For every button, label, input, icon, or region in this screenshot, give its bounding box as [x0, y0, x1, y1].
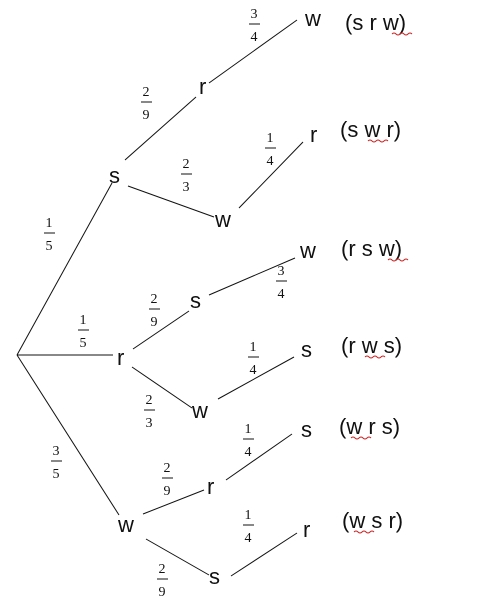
edge-s-r — [124, 96, 197, 161]
prob-r-w: 2 3 — [144, 393, 155, 431]
svg-text:2: 2 — [183, 157, 190, 172]
edge-s-w — [127, 185, 215, 218]
svg-text:9: 9 — [151, 315, 158, 330]
edge-sr-w — [208, 19, 298, 84]
svg-text:3: 3 — [53, 444, 60, 459]
outcome-srw: (s r w) — [345, 10, 406, 35]
svg-text:2: 2 — [146, 393, 153, 408]
edge-sw-r — [238, 141, 304, 209]
squiggle-srw — [391, 32, 413, 36]
edge-w-r — [142, 489, 205, 515]
svg-text:2: 2 — [151, 292, 158, 307]
outcome-wrs: (w r s) — [339, 414, 400, 439]
squiggle-rsw — [387, 258, 409, 262]
prob-wr-s: 1 4 — [243, 422, 254, 460]
svg-text:1: 1 — [80, 313, 87, 328]
prob-sw-r: 1 4 — [265, 131, 276, 169]
svg-text:1: 1 — [245, 422, 252, 437]
prob-root-w: 3 5 — [51, 444, 62, 482]
svg-text:2: 2 — [159, 562, 166, 577]
edge-w-s — [145, 538, 210, 576]
prob-root-s: 1 5 — [44, 216, 55, 254]
svg-text:4: 4 — [278, 287, 285, 302]
prob-rw-s: 1 4 — [248, 340, 259, 378]
svg-text:2: 2 — [143, 85, 150, 100]
outcome-swr: (s w r) — [340, 117, 401, 142]
node-s-r: r — [199, 74, 206, 99]
edge-rs-w — [208, 257, 296, 296]
edge-root-s — [16, 182, 113, 356]
svg-text:4: 4 — [267, 154, 274, 169]
prob-s-w: 2 3 — [181, 157, 192, 195]
svg-text:3: 3 — [278, 264, 285, 279]
svg-text:9: 9 — [143, 108, 150, 123]
svg-text:3: 3 — [183, 180, 190, 195]
svg-text:5: 5 — [53, 467, 60, 482]
node-r-w: w — [191, 398, 208, 423]
node-w-r: r — [207, 474, 214, 499]
leaf-ws-r: r — [303, 517, 310, 542]
svg-text:1: 1 — [46, 216, 53, 231]
svg-text:4: 4 — [245, 445, 252, 460]
squiggle-swr — [367, 139, 389, 143]
leaf-sw-r: r — [310, 122, 317, 147]
svg-text:9: 9 — [159, 585, 166, 600]
leaf-rs-w: w — [299, 238, 316, 263]
edge-wr-s — [225, 433, 293, 481]
svg-text:4: 4 — [250, 363, 257, 378]
svg-text:3: 3 — [146, 416, 153, 431]
outcome-rws: (r w s) — [341, 333, 402, 358]
node-w-s: s — [209, 564, 220, 589]
node-r-s: s — [190, 288, 201, 313]
svg-text:1: 1 — [267, 131, 274, 146]
node-w: w — [117, 512, 134, 537]
leaf-rw-s: s — [301, 337, 312, 362]
svg-text:5: 5 — [46, 239, 53, 254]
svg-text:4: 4 — [251, 30, 258, 45]
outcome-wsr: (w s r) — [342, 508, 403, 533]
leaf-sr-w: w — [304, 6, 321, 31]
node-s: s — [109, 163, 120, 188]
node-r: r — [117, 345, 124, 370]
leaf-wr-s: s — [301, 417, 312, 442]
prob-root-r: 1 5 — [78, 313, 89, 351]
prob-r-s: 2 9 — [149, 292, 160, 330]
prob-ws-r: 1 4 — [243, 508, 254, 546]
edge-ws-r — [230, 532, 298, 577]
svg-text:1: 1 — [250, 340, 257, 355]
svg-text:2: 2 — [164, 461, 171, 476]
edge-r-w — [131, 366, 193, 409]
squiggle-wsr — [353, 530, 375, 534]
svg-text:1: 1 — [245, 508, 252, 523]
squiggle-wrs — [350, 436, 372, 440]
squiggle-rws — [364, 355, 386, 359]
prob-w-s: 2 9 — [157, 562, 168, 600]
edge-r-s — [132, 310, 190, 350]
prob-sr-w: 3 4 — [249, 7, 260, 45]
edge-root-w — [16, 354, 120, 516]
prob-rs-w: 3 4 — [276, 264, 287, 302]
svg-text:4: 4 — [245, 531, 252, 546]
edge-rw-s — [217, 356, 295, 400]
svg-text:9: 9 — [164, 484, 171, 499]
svg-text:3: 3 — [251, 7, 258, 22]
svg-text:5: 5 — [80, 336, 87, 351]
outcome-rsw: (r s w) — [341, 236, 402, 261]
node-s-w: w — [214, 207, 231, 232]
prob-w-r: 2 9 — [162, 461, 173, 499]
prob-s-r: 2 9 — [141, 85, 152, 123]
